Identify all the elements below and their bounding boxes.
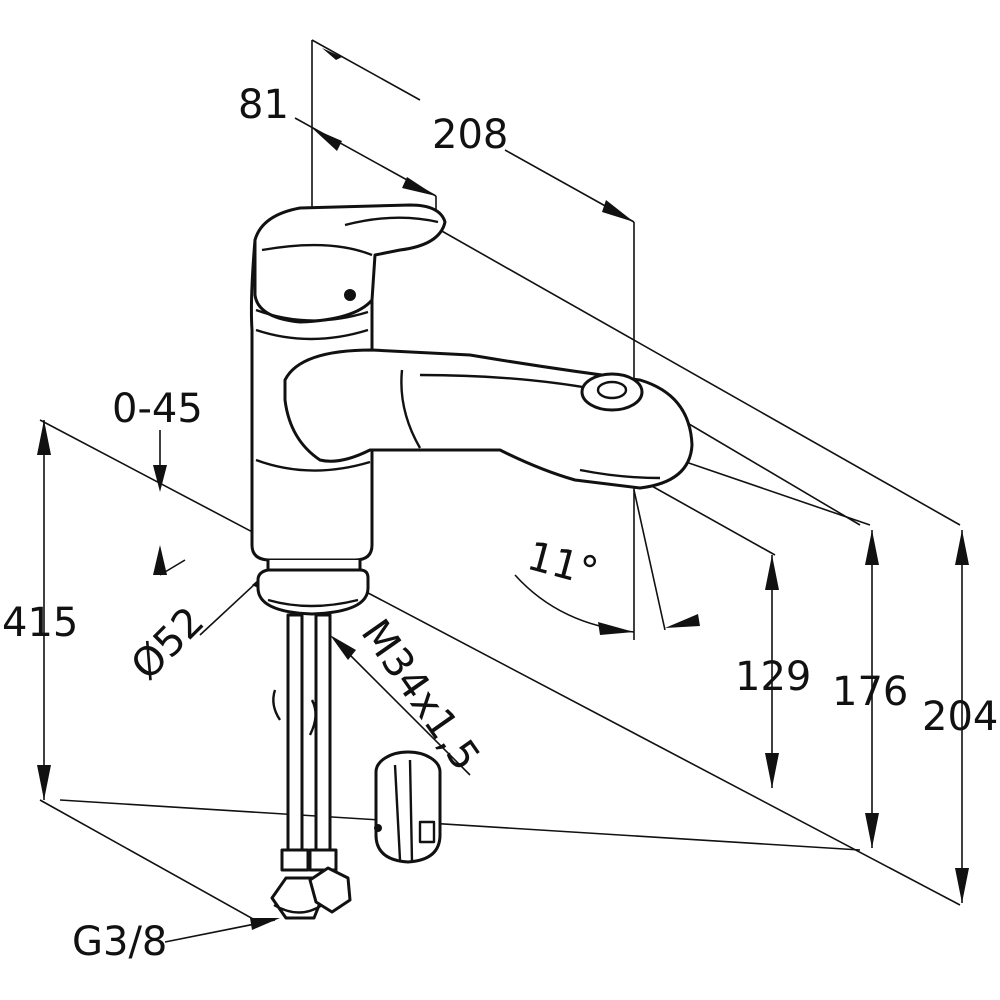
dim-415: 415 (2, 600, 78, 646)
dim-g3-8: G3/8 (72, 919, 167, 965)
dim-0-45: 0-45 (112, 386, 203, 432)
dim-81: 81 (238, 82, 289, 128)
dim-176: 176 (832, 669, 908, 715)
dimension-lines (37, 39, 969, 943)
supply-hoses (270, 613, 352, 920)
dim-angle-11: 11° (522, 533, 602, 596)
dim-diameter-52: Ø52 (123, 598, 214, 689)
dim-208: 208 (432, 112, 508, 158)
mounting-clip (374, 750, 442, 864)
faucet-body (249, 203, 694, 616)
dim-129: 129 (735, 654, 811, 700)
dimension-labels: 81 208 0-45 415 Ø52 M34x1,5 11° 129 176 … (2, 82, 998, 965)
dim-204: 204 (922, 694, 998, 740)
